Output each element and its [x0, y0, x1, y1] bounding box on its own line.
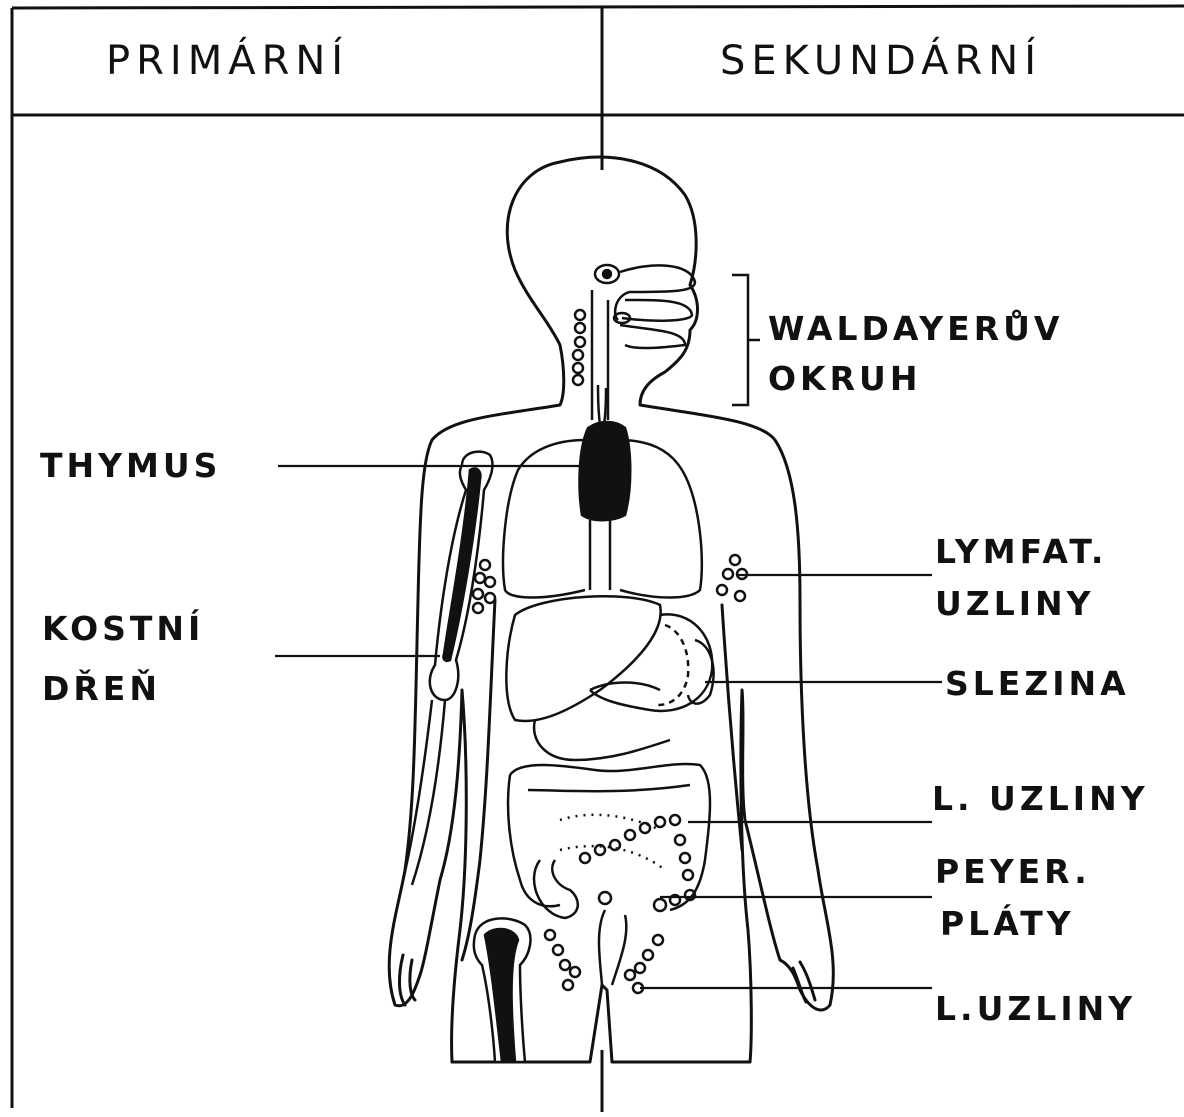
rectum [599, 910, 626, 985]
label-peyer-line2: PLÁTY [940, 900, 1075, 948]
palate-and-tongue [622, 300, 692, 321]
small-intestine-dotted [560, 815, 665, 870]
spleen-dashed-outline [658, 625, 688, 705]
left-hand-fingers [399, 955, 415, 1005]
peyer-patches [599, 892, 680, 911]
abdominal-organs [506, 596, 713, 993]
axillary-nodes-right [717, 555, 747, 601]
trachea [598, 385, 606, 425]
pelvic-nodes [545, 930, 663, 993]
label-peyer-line1: PEYER. [935, 848, 1091, 896]
esophagus [590, 520, 610, 590]
appendix-loop [534, 860, 578, 918]
liver [506, 596, 660, 721]
label-kostni-line2: DŘEŇ [42, 665, 161, 713]
leader-lines [275, 466, 942, 988]
label-thymus: THYMUS [40, 442, 221, 490]
left-lung [503, 440, 585, 598]
label-kostni-line1: KOSTNÍ [42, 605, 204, 653]
colon [508, 764, 710, 910]
mouth-floor [620, 325, 685, 348]
waldayer-bracket [732, 275, 760, 405]
head-internals [573, 265, 695, 425]
duodenum [534, 720, 670, 760]
mesenteric-nodes [580, 815, 695, 900]
stomach [590, 614, 712, 711]
thymus-gland [580, 422, 631, 520]
label-waldayer-line1: WALDAYERŮV [768, 305, 1063, 353]
label-lymfat-line1: LYMFAT. [935, 528, 1107, 576]
adenoid-center [603, 270, 611, 278]
forearm-bones [402, 700, 445, 885]
header-primary: PRIMÁRNÍ [106, 38, 349, 84]
frame-top-line [12, 6, 1184, 8]
label-slezina: SLEZINA [945, 660, 1130, 708]
nasal-cavity [615, 265, 695, 320]
label-l-uzliny-2: L.UZLINY [935, 985, 1136, 1033]
right-lung [620, 440, 702, 598]
label-waldayer-line2: OKRUH [768, 355, 921, 403]
label-lymfat-line2: UZLINY [935, 580, 1095, 628]
thorax-organs [473, 422, 747, 613]
right-inner-arm-line [722, 605, 742, 850]
header-secondary: SEKUNDÁRNÍ [720, 38, 1042, 84]
label-l-uzliny-1: L. UZLINY [932, 775, 1149, 823]
